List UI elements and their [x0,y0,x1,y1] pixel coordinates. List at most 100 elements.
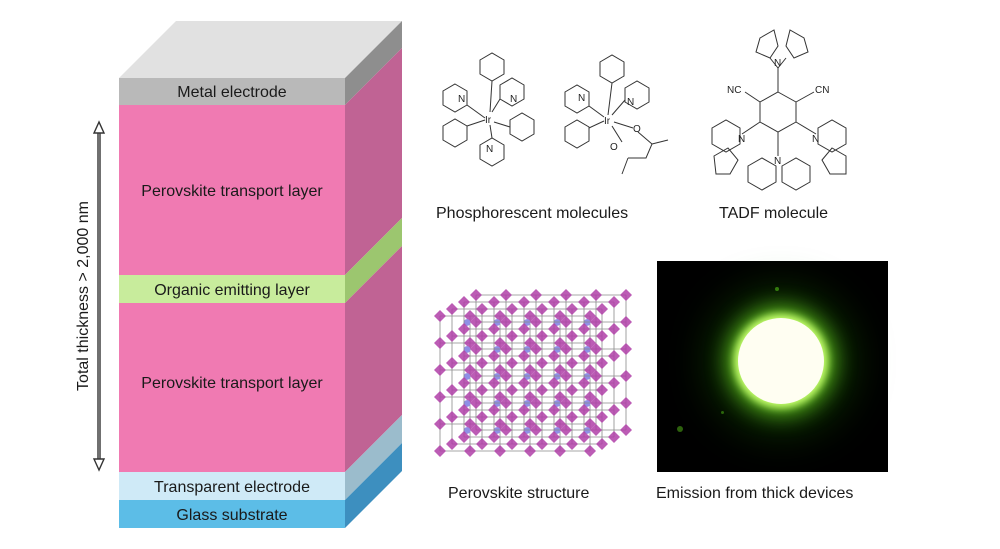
octahedron [458,377,470,389]
octahedron [518,377,530,389]
octahedron [566,384,578,396]
a-site-cation [493,373,501,380]
side-perovskite-transport-top [345,48,402,275]
caption-phosphorescent-molecules: Phosphorescent molecules [436,205,629,222]
label-glass-substrate: Glass substrate [176,507,287,524]
octahedron [530,424,542,436]
octahedron [578,431,590,443]
n-label-tadf-bottom: N [774,156,781,167]
octahedron [458,404,470,416]
a-site-cation [463,346,471,353]
octahedron [578,323,590,335]
layer-transparent-electrode [119,472,345,500]
octahedron [518,404,530,416]
a-site-cation [463,400,471,407]
octahedron [476,357,488,369]
octahedron [596,357,608,369]
octahedron [608,350,620,362]
n-label-tadf-top: N [774,58,781,69]
octahedron [518,431,530,443]
octahedron [620,289,632,301]
a-site-cation [523,427,531,434]
octahedron [458,350,470,362]
label-metal-electrode: Metal electrode [177,84,286,101]
cn-label: CN [815,85,829,96]
octahedron [578,404,590,416]
label-perovskite-transport-top: Perovskite transport layer [141,183,323,200]
octahedron [560,397,572,409]
octahedron [560,343,572,355]
octahedron [536,303,548,315]
phosphorescent-molecule-2 [564,54,669,175]
octahedron [620,424,632,436]
n-label-2a: N [627,97,634,108]
octahedron [578,377,590,389]
octahedron [584,445,596,457]
layer-perovskite-transport-top [119,105,345,275]
octahedron [446,357,458,369]
octahedron [458,323,470,335]
octahedron [488,350,500,362]
n-label-2b: N [578,93,585,104]
a-site-cation [523,373,531,380]
octahedron [506,384,518,396]
thickness-double-arrow [92,120,106,472]
octahedron [488,404,500,416]
emission-speck [775,287,779,291]
octahedron [566,303,578,315]
emission-glow [738,318,824,404]
a-site-cation [493,400,501,407]
octahedron [470,424,482,436]
ir-label-1: Ir [485,115,492,126]
octahedron [500,424,512,436]
octahedron [548,431,560,443]
side-glass-substrate [345,443,402,528]
a-site-cation [583,427,591,434]
octahedron [620,370,632,382]
label-organic-emitting: Organic emitting layer [154,282,310,299]
octahedron [530,370,542,382]
octahedron [434,364,446,376]
octahedron [620,397,632,409]
phosphorescent-molecule-1 [442,52,535,167]
thickness-label: Total thickness > 2,000 nm [75,201,92,391]
nc-label: NC [727,85,741,96]
octahedron [530,343,542,355]
o-label-2b: O [610,142,618,153]
octahedron [476,384,488,396]
octahedron [470,397,482,409]
octahedron [476,438,488,450]
octahedron [458,431,470,443]
octahedron [530,397,542,409]
a-site-cation [463,427,471,434]
octahedron [596,384,608,396]
a-site-cation [523,319,531,326]
a-site-cation [493,427,501,434]
a-site-cation [553,346,561,353]
n-label-1c: N [486,144,493,155]
a-site-cation [583,319,591,326]
octahedron [494,445,506,457]
octahedron [506,411,518,423]
octahedron [488,431,500,443]
octahedron [446,438,458,450]
octahedron [434,310,446,322]
octahedron [458,296,470,308]
octahedron [434,445,446,457]
a-site-cation [523,400,531,407]
octahedron [590,343,602,355]
label-perovskite-transport-bottom: Perovskite transport layer [141,375,323,392]
octahedron [446,384,458,396]
octahedron [434,391,446,403]
octahedron [590,289,602,301]
octahedron [566,411,578,423]
octahedron [476,330,488,342]
a-site-cation [553,427,561,434]
n-label-tadf-right: N [812,134,819,145]
octahedron [476,303,488,315]
octahedron [530,289,542,301]
octahedron [470,289,482,301]
caption-tadf-molecule: TADF molecule [719,205,829,222]
